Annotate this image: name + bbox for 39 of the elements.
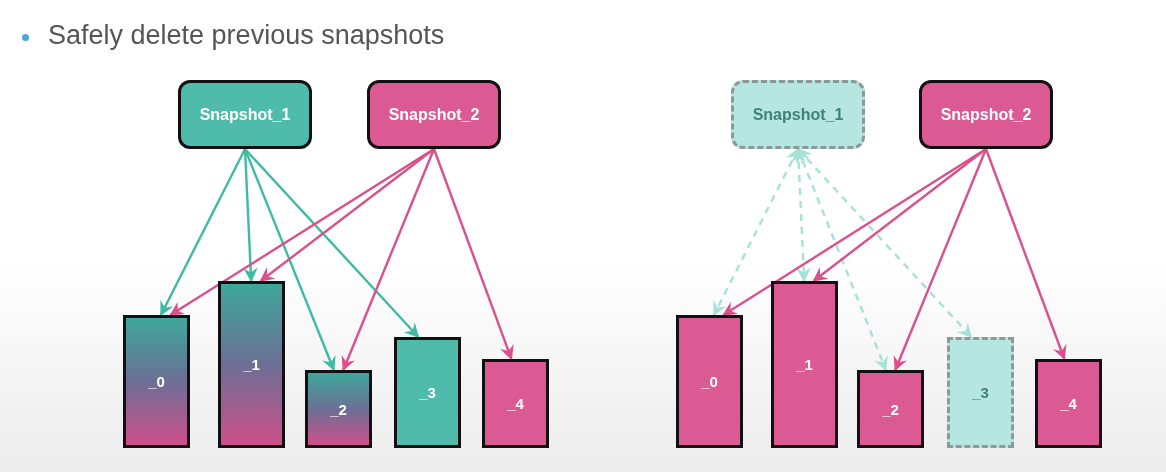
data-block bbox=[1035, 359, 1102, 448]
snapshot-box bbox=[178, 80, 312, 149]
data-block bbox=[123, 315, 190, 448]
arrow bbox=[159, 148, 247, 317]
snapshot-box bbox=[731, 80, 865, 149]
arrow bbox=[984, 148, 1067, 361]
arrow bbox=[893, 148, 988, 372]
arrow bbox=[244, 148, 420, 338]
data-block bbox=[218, 281, 285, 448]
arrow bbox=[341, 148, 436, 372]
arrow bbox=[712, 147, 800, 317]
node-label: _2 bbox=[882, 400, 899, 418]
slide-title: Safely delete previous snapshots bbox=[48, 20, 445, 51]
node-label: _2 bbox=[330, 400, 347, 418]
node-label: _0 bbox=[148, 373, 165, 390]
data-block bbox=[771, 281, 838, 448]
node-label: _4 bbox=[1060, 395, 1077, 412]
data-block bbox=[857, 370, 924, 448]
data-block bbox=[482, 359, 549, 448]
snapshot-box bbox=[367, 80, 501, 149]
node-label: _3 bbox=[972, 384, 989, 401]
node-label: _4 bbox=[507, 395, 524, 412]
data-block bbox=[394, 337, 461, 448]
node-label: Snapshot_1 bbox=[752, 105, 844, 124]
data-block bbox=[305, 370, 372, 448]
node-label: _3 bbox=[419, 384, 436, 401]
arrow bbox=[797, 148, 973, 338]
arrow bbox=[812, 148, 987, 282]
arrow bbox=[259, 148, 435, 282]
node-label: Snapshot_2 bbox=[940, 105, 1032, 124]
node-label: _0 bbox=[701, 373, 718, 390]
node-label: Snapshot_2 bbox=[388, 105, 480, 124]
arrow bbox=[432, 148, 514, 361]
node-label: Snapshot_1 bbox=[199, 105, 291, 124]
node-label: _1 bbox=[243, 356, 260, 373]
data-block bbox=[947, 337, 1014, 448]
node-label: _1 bbox=[796, 356, 813, 373]
data-block bbox=[676, 315, 743, 448]
snapshot-box bbox=[919, 80, 1053, 149]
